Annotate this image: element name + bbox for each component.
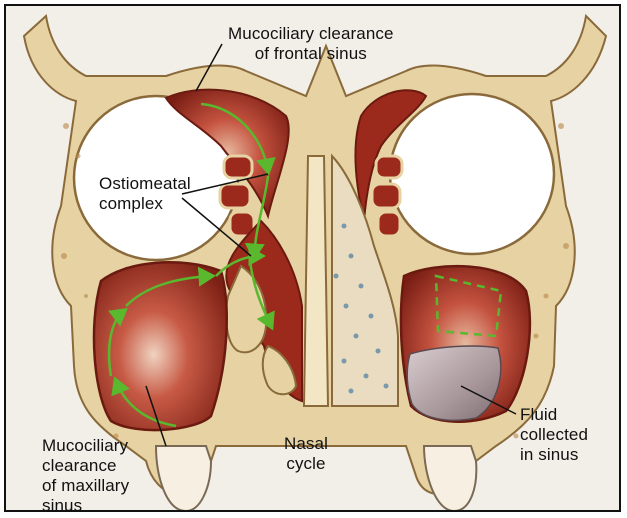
maxillary-clearance-label: Mucociliary clearance of maxillary sinus [42,436,129,512]
frontal-clearance-label: Mucociliary clearance of frontal sinus [228,24,394,64]
right-orbit [390,94,554,254]
fluid-collected-label: Fluid collected in sinus [520,405,588,465]
nasal-cycle-label: Nasal cycle [284,434,328,474]
right-tooth [424,446,476,511]
sinus-fluid [407,346,501,420]
left-maxillary-sinus [94,262,227,430]
nasal-septum [304,156,328,406]
left-tooth [156,446,211,511]
ostiomeatal-complex-label: Ostiomeatal complex [99,174,191,214]
sinus-diagram: Mucociliary clearance of frontal sinus O… [4,4,621,512]
